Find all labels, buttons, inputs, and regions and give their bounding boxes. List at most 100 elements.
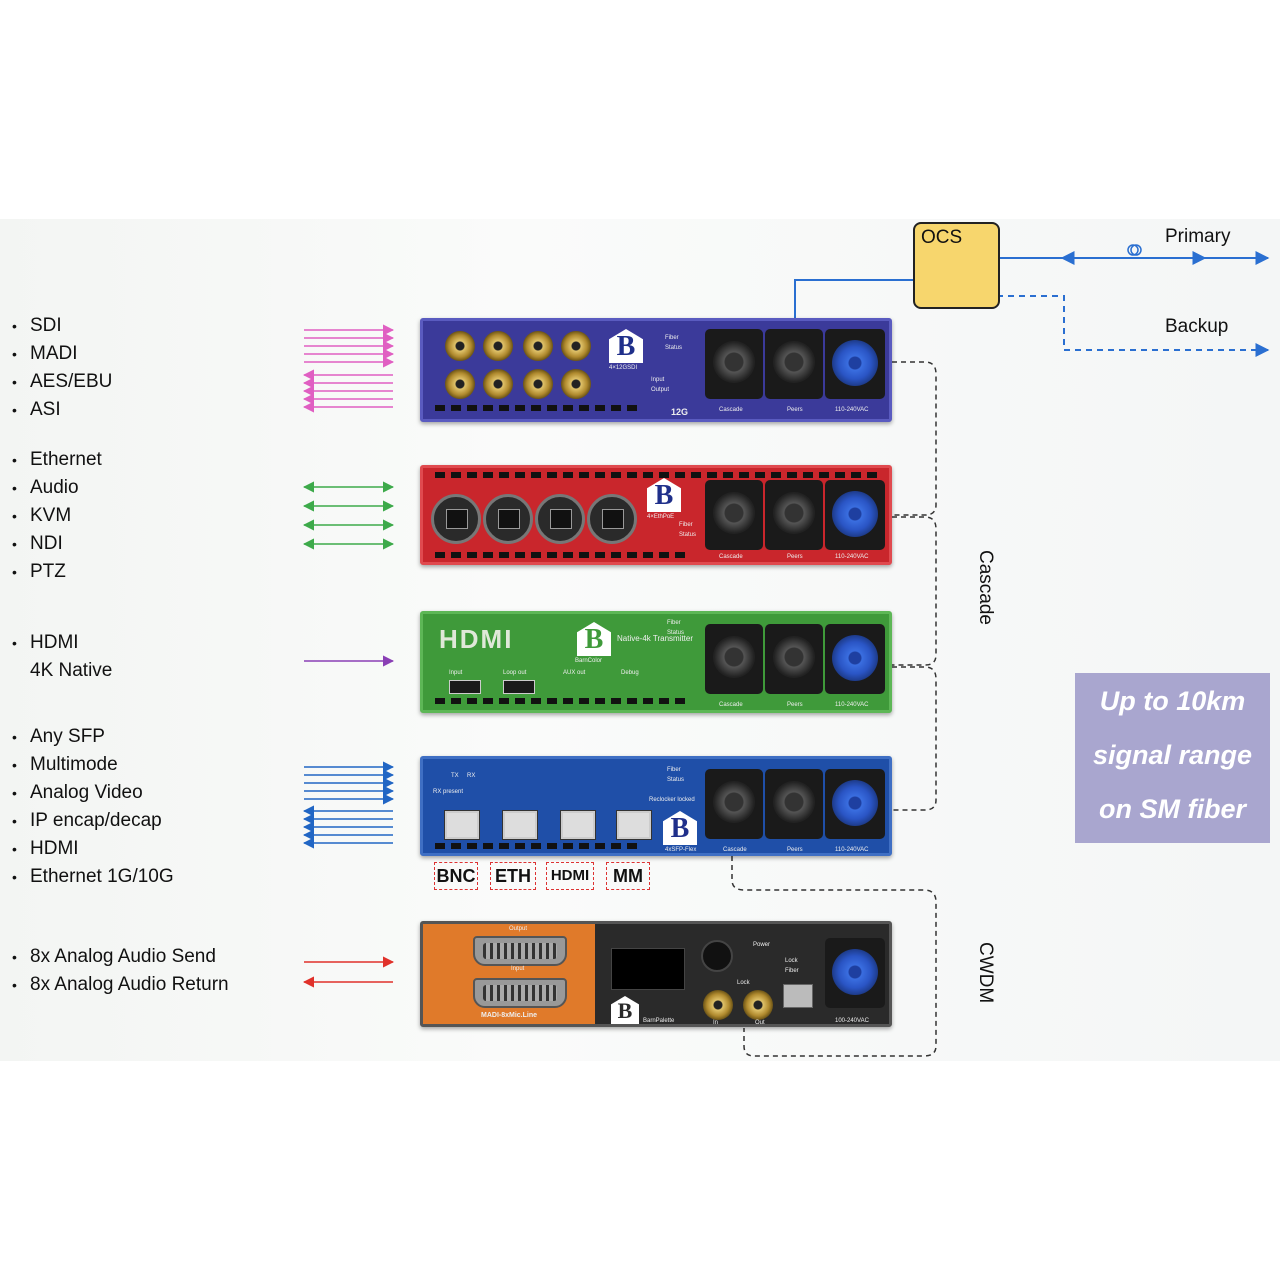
backup-fiber-line <box>986 295 1270 357</box>
list-item: 4K Native <box>30 660 113 681</box>
callout-line: Up to 10km <box>1099 686 1246 716</box>
list-item: 8x Analog Audio Send <box>12 943 229 971</box>
status-label: Status <box>665 345 683 351</box>
peers-fiber-port <box>765 769 823 839</box>
backup-label: Backup <box>1165 316 1229 337</box>
list-item: MADI <box>12 340 112 368</box>
lock-led-label: Lock <box>785 958 798 964</box>
bnc-connector-icon <box>483 369 513 399</box>
fiber-label: Fiber <box>667 767 681 773</box>
power-label: 110-240VAC <box>835 407 869 413</box>
rx-label: RX <box>467 773 476 779</box>
status-label: Status <box>667 630 685 636</box>
rj45-port-icon <box>431 494 481 544</box>
unit-model: 4×EthPoE <box>647 514 675 520</box>
vent-slots <box>435 405 639 411</box>
power-connector-icon <box>825 938 885 1008</box>
power-label: 110-240VAC <box>835 554 869 560</box>
cascade-label: Cascade <box>975 550 996 625</box>
hdmi-input-list: HDMI 4K Native <box>12 629 112 685</box>
peers-port-label: Peers <box>787 407 803 413</box>
list-item: Analog Video <box>12 779 174 807</box>
fiber-led-label: Fiber <box>785 968 799 974</box>
sdi-12g-unit: B 4×12GSDI Fiber Status Input Output 12G… <box>420 318 892 422</box>
list-item: 8x Analog Audio Return <box>12 971 229 999</box>
range-callout: Up to 10km signal range on SM fiber <box>1075 673 1270 843</box>
callout-line: signal range <box>1092 740 1253 770</box>
brand-label: BarnPalette <box>643 1018 675 1024</box>
aux-out-label: AUX out <box>563 670 586 676</box>
unit-model: 4xSFP-Flex <box>665 847 697 853</box>
list-item: NDI <box>12 530 102 558</box>
lock-label: Lock <box>737 980 750 986</box>
cascade-fiber-port <box>705 624 763 694</box>
display-screen <box>611 948 685 990</box>
status-label: Status <box>679 532 697 538</box>
peers-port-label: Peers <box>787 554 803 560</box>
list-item: Audio <box>12 474 102 502</box>
list-item: IP encap/decap <box>12 807 174 835</box>
vent-slots <box>435 552 689 558</box>
cascade-fiber-port <box>705 329 763 399</box>
madi-analog-audio-unit: Output Input MADI-8xMic.Line B BarnPalet… <box>420 921 892 1027</box>
dsub-output-connector <box>473 936 567 966</box>
unit-model: MADI-8xMic.Line <box>481 1012 538 1019</box>
in-label: In <box>713 1020 719 1026</box>
loop-out-label: Loop out <box>503 670 527 676</box>
hdmi-input-port <box>449 680 481 694</box>
cwdm-label: CWDM <box>975 942 996 1004</box>
list-item: HDMI <box>12 629 112 657</box>
hdmi-loop-out-port <box>503 680 535 694</box>
vent-slots <box>435 843 639 849</box>
fiber-label: Fiber <box>665 335 679 341</box>
power-led-label: Power <box>753 942 771 948</box>
sfp-cage <box>783 984 813 1008</box>
status-label: Status <box>667 777 685 783</box>
ocs-switch: OCS <box>913 222 1000 309</box>
rx-present-label: RX present <box>433 789 464 795</box>
list-item: KVM <box>12 502 102 530</box>
sfp-bnc-label: BNC <box>434 862 478 890</box>
barnfind-logo: B <box>611 996 639 1024</box>
power-label: 100-240VAC <box>835 1018 869 1024</box>
barnfind-logo: B <box>647 478 681 512</box>
rj45-port-icon <box>587 494 637 544</box>
sfp-bnc-module <box>445 811 479 839</box>
barnfind-logo: B <box>609 329 643 363</box>
fiber-coil-icon <box>1127 244 1139 256</box>
rotary-knob-icon <box>701 940 733 972</box>
brand-label: BarnColor <box>575 658 603 664</box>
unit-model: Native-4k Transmitter <box>617 634 694 643</box>
sfp-hdmi-module <box>561 811 595 839</box>
list-item: Ethernet 1G/10G <box>12 863 174 891</box>
cascade-port-label: Cascade <box>719 702 743 708</box>
sfp-mm-label: MM <box>606 862 650 890</box>
power-connector-icon <box>825 769 885 839</box>
ethernet-poe-unit: B 4×EthPoE Fiber Status Cascade Peers 11… <box>420 465 892 565</box>
sdi-input-list: SDI MADI AES/EBU ASI <box>12 312 112 424</box>
sfp-eth-module <box>503 811 537 839</box>
peers-fiber-port <box>765 480 823 550</box>
power-connector-icon <box>825 480 885 550</box>
output-label: Output <box>509 926 528 932</box>
callout-line: on SM fiber <box>1099 794 1246 824</box>
cascade-port-label: Cascade <box>719 554 743 560</box>
cascade-fiber-port <box>705 769 763 839</box>
rj45-port-icon <box>483 494 533 544</box>
list-item: HDMI <box>12 835 174 863</box>
bnc-connector-icon <box>523 331 553 361</box>
bnc-connector-icon <box>561 369 591 399</box>
ethernet-input-list: Ethernet Audio KVM NDI PTZ <box>12 446 102 586</box>
sfp-mm-module <box>617 811 651 839</box>
ocs-label: OCS <box>921 227 963 248</box>
badge-12g: 12G <box>671 407 689 417</box>
fiber-label: Fiber <box>667 620 681 626</box>
output-label: Output <box>651 387 670 393</box>
dsub-input-connector <box>473 978 567 1008</box>
fiber-label: Fiber <box>679 522 693 528</box>
bnc-out-connector-icon <box>743 990 773 1020</box>
hdmi-logo: HDMI <box>439 624 514 654</box>
cascade-fiber-port <box>705 480 763 550</box>
sfp-hdmi-label: HDMI <box>546 862 594 890</box>
sfp-input-list: Any SFP Multimode Analog Video IP encap/… <box>12 723 174 891</box>
